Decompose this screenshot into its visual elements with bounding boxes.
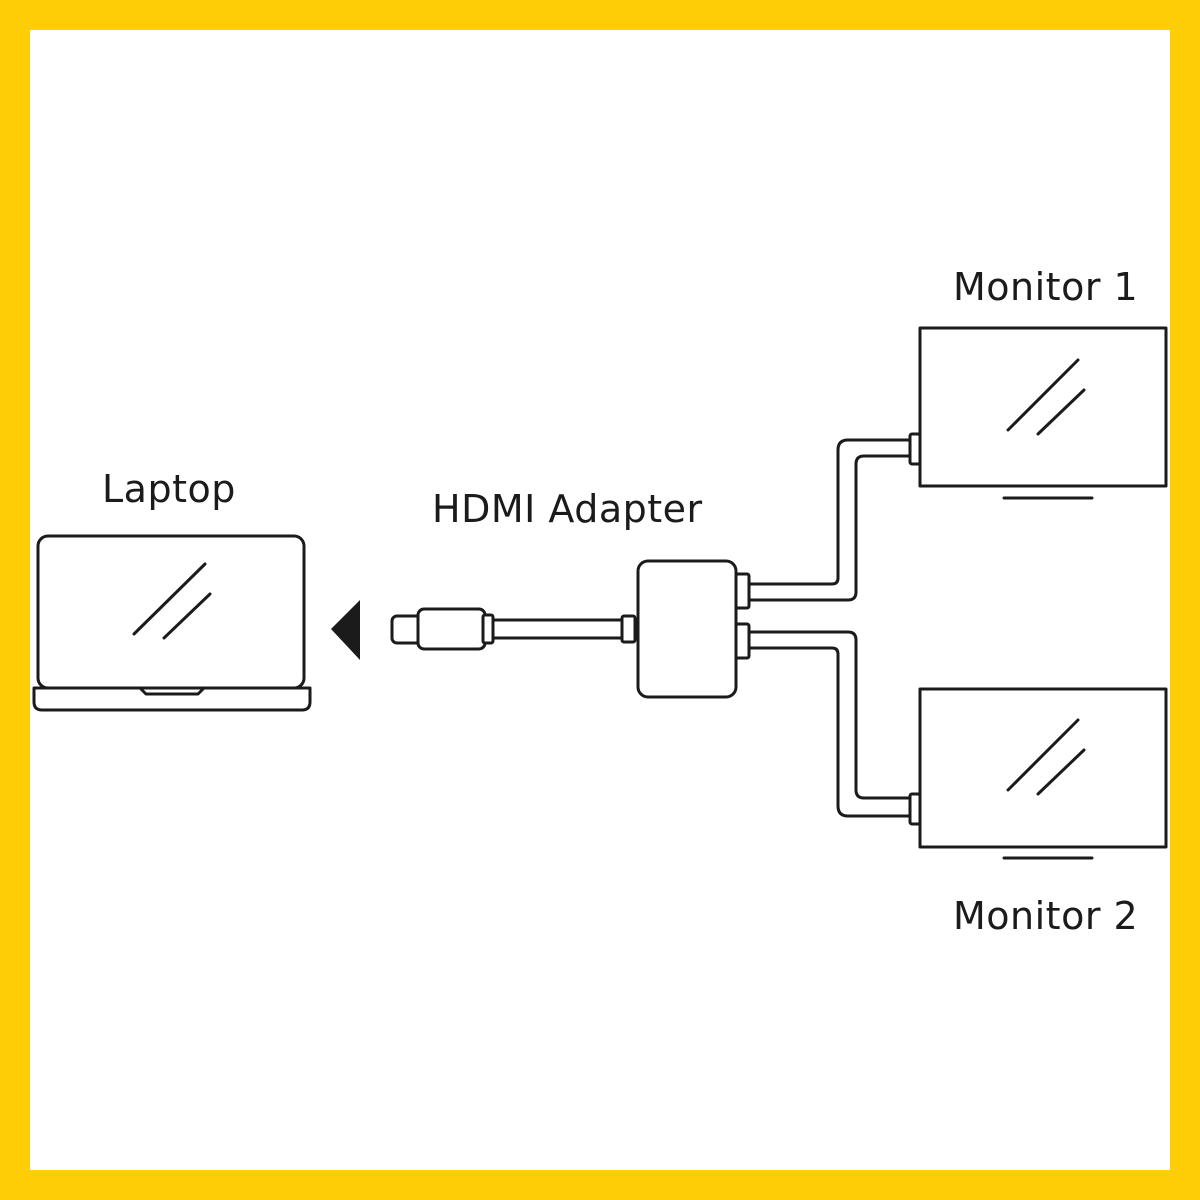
- monitor-1-cable: [747, 432, 922, 602]
- hdmi-adapter-label: HDMI Adapter: [432, 487, 703, 531]
- monitor-2-label: Monitor 2: [953, 894, 1139, 938]
- laptop-label: Laptop: [102, 467, 236, 511]
- monitor-icon: [918, 687, 1168, 860]
- monitor-1-label: Monitor 1: [953, 265, 1139, 309]
- triangle-left-arrow-icon: [331, 600, 360, 660]
- monitor-icon: [918, 326, 1168, 500]
- laptop-icon: [32, 534, 312, 712]
- usb-c-plug-icon: [390, 607, 495, 651]
- hdmi-adapter-icon: [636, 559, 751, 699]
- adapter-input-cable: [491, 614, 637, 644]
- monitor-2-cable: [747, 630, 922, 826]
